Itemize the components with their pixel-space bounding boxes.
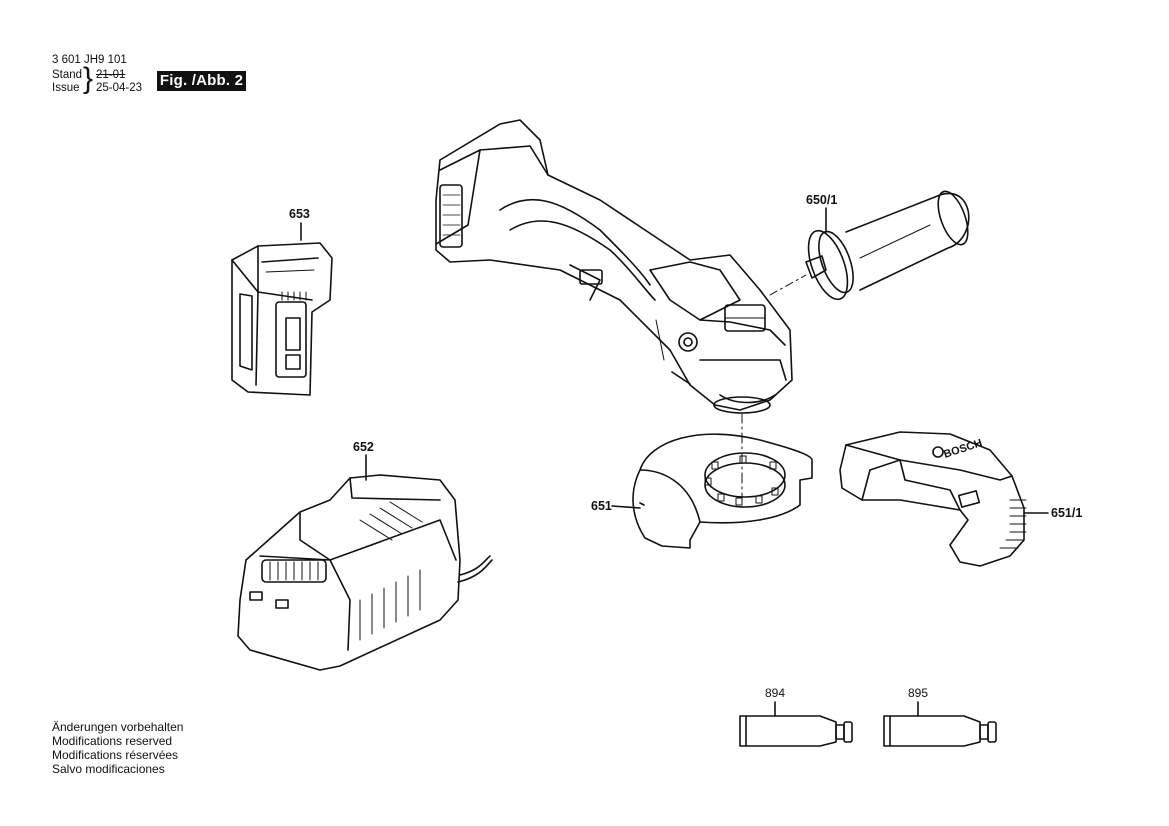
- stand-label: Stand: [52, 69, 83, 81]
- note-es: Salvo modificaciones: [52, 762, 165, 776]
- charger-drawing: [237, 454, 493, 671]
- note-fr: Modifications réservées: [52, 748, 179, 762]
- part-label-895: 895: [908, 686, 929, 700]
- grease-tube-895-drawing: [883, 701, 997, 747]
- guard-brand-text: BOSCH: [942, 437, 984, 461]
- grease-tube-894-drawing: [739, 701, 853, 747]
- stand-date: 21-01: [96, 69, 126, 81]
- figure-badge: Fig. /Abb. 2: [157, 71, 246, 91]
- note-en: Modifications reserved: [52, 734, 173, 748]
- part-label-894: 894: [765, 686, 786, 700]
- issue-label: Issue: [52, 82, 80, 94]
- part-number: 3 601 JH9 101: [52, 54, 127, 66]
- part-label-651: 651: [591, 499, 612, 513]
- brace-symbol: }: [83, 62, 94, 95]
- grinder-drawing: [435, 119, 793, 414]
- part-label-653: 653: [289, 207, 310, 221]
- issue-date: 25-04-23: [96, 82, 143, 94]
- part-label-651-1: 651/1: [1051, 506, 1083, 520]
- note-de: Änderungen vorbehalten: [52, 720, 184, 734]
- auxiliary-handle-drawing: [805, 190, 970, 301]
- guard-651-1-drawing: [839, 431, 1049, 567]
- battery-pack-drawing: [231, 222, 333, 396]
- part-label-650-1: 650/1: [806, 193, 838, 207]
- guard-651-drawing: [611, 433, 813, 549]
- part-label-652: 652: [353, 440, 374, 454]
